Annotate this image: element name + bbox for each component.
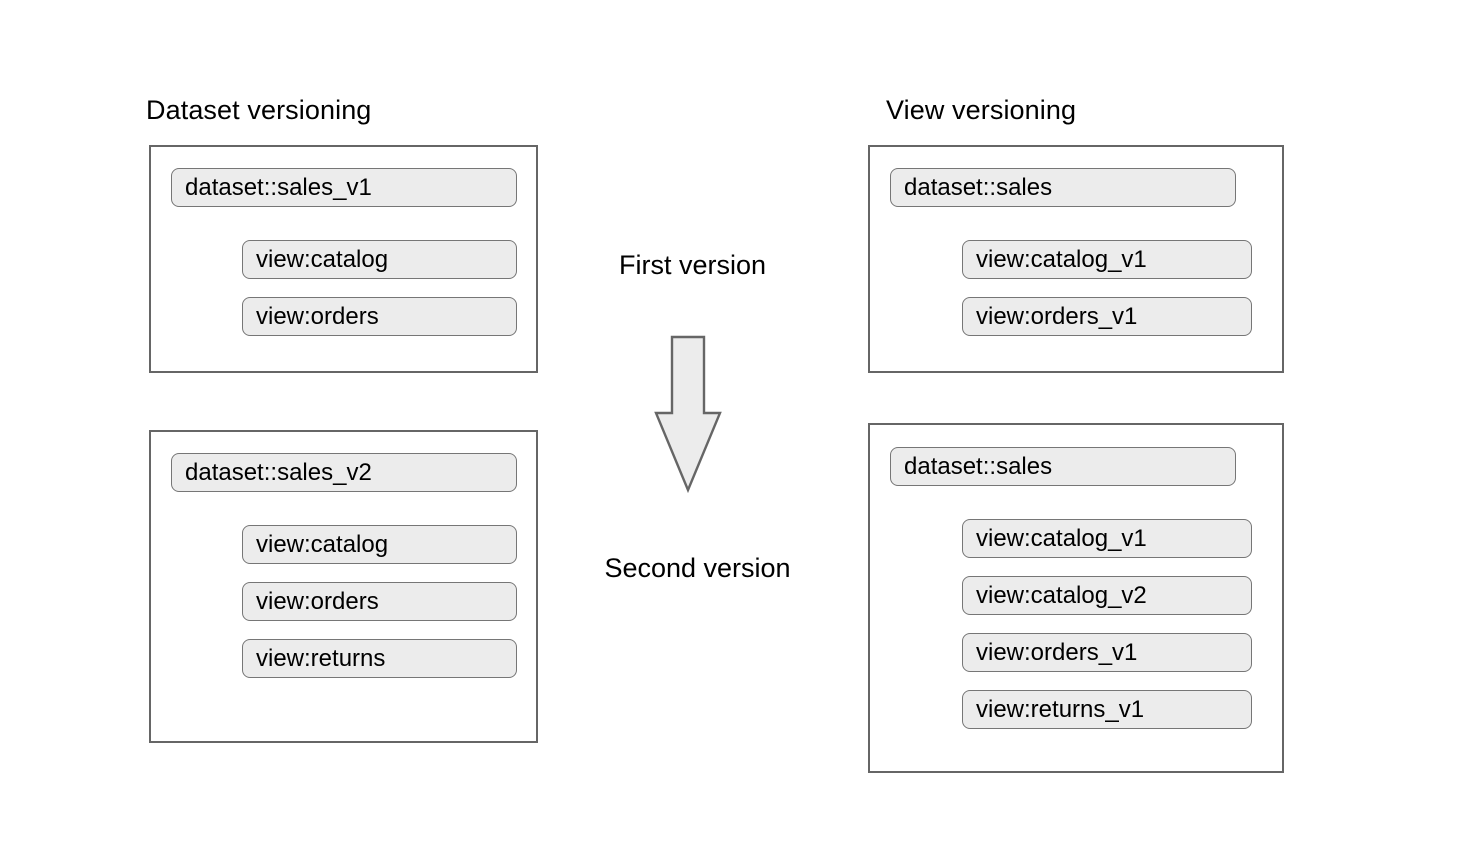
- view-pill[interactable]: view:catalog_v1: [962, 519, 1252, 558]
- group-box-view-second-version: dataset::sales view:catalog_v1 view:cata…: [868, 423, 1284, 773]
- dataset-pill[interactable]: dataset::sales_v2: [171, 453, 517, 492]
- down-arrow-icon: [654, 335, 722, 493]
- column-heading-view-versioning: View versioning: [886, 95, 1077, 125]
- view-pill[interactable]: view:returns: [242, 639, 517, 678]
- view-pill[interactable]: view:catalog_v1: [962, 240, 1252, 279]
- dataset-pill[interactable]: dataset::sales: [890, 168, 1236, 207]
- dataset-pill[interactable]: dataset::sales: [890, 447, 1236, 486]
- view-pill[interactable]: view:orders: [242, 582, 517, 621]
- view-pill[interactable]: view:orders: [242, 297, 517, 336]
- group-box-view-first-version: dataset::sales view:catalog_v1 view:orde…: [868, 145, 1284, 373]
- view-pill[interactable]: view:catalog: [242, 525, 517, 564]
- dataset-pill[interactable]: dataset::sales_v1: [171, 168, 517, 207]
- view-pill[interactable]: view:catalog_v2: [962, 576, 1252, 615]
- view-pill[interactable]: view:orders_v1: [962, 633, 1252, 672]
- group-box-dataset-second-version: dataset::sales_v2 view:catalog view:orde…: [149, 430, 538, 743]
- column-heading-dataset-versioning: Dataset versioning: [146, 95, 372, 125]
- view-pill[interactable]: view:returns_v1: [962, 690, 1252, 729]
- view-pill[interactable]: view:catalog: [242, 240, 517, 279]
- center-label-second-version: Second version: [604, 553, 791, 583]
- center-label-first-version: First version: [618, 250, 767, 280]
- view-pill[interactable]: view:orders_v1: [962, 297, 1252, 336]
- group-box-dataset-first-version: dataset::sales_v1 view:catalog view:orde…: [149, 145, 538, 373]
